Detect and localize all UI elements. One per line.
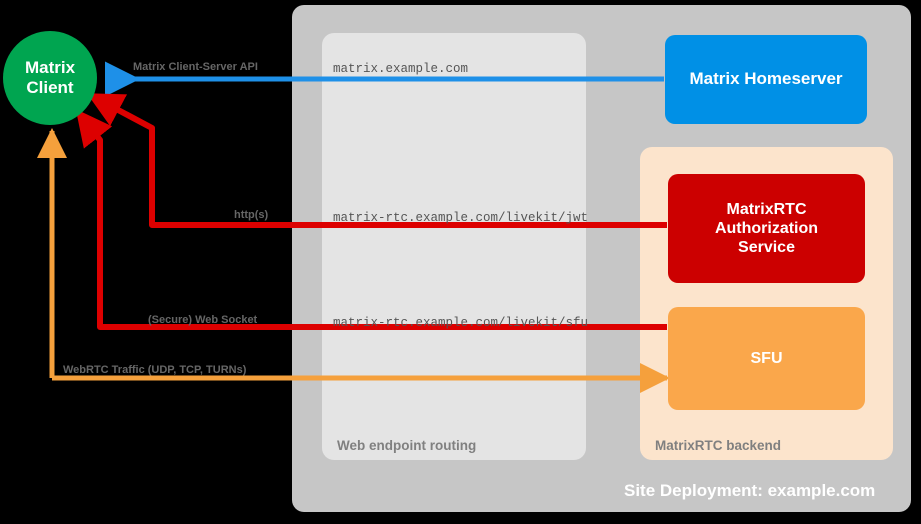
node-matrixrtc-authorization-service[interactable]: MatrixRTC Authorization Service	[668, 174, 865, 283]
node-auth-label-line1: MatrixRTC	[726, 200, 807, 218]
link-label-web-socket: (Secure) Web Socket	[148, 314, 258, 326]
link-label-client-server-api: Matrix Client-Server API	[133, 61, 258, 73]
node-matrix-homeserver[interactable]: Matrix Homeserver	[665, 35, 867, 124]
link-label-webrtc-traffic: WebRTC Traffic (UDP, TCP, TURNs)	[63, 364, 247, 376]
node-sfu-label: SFU	[750, 349, 783, 367]
node-matrix-client-label-line1: Matrix	[24, 57, 76, 77]
connector-livekit-jwt	[86, 92, 667, 228]
link-label-https: http(s)	[234, 209, 269, 221]
endpoint-matrix-example-com: matrix.example.com	[333, 62, 469, 76]
panel-caption-matrixrtc-backend: MatrixRTC backend	[655, 438, 782, 453]
node-matrix-client[interactable]: Matrix Client	[3, 31, 97, 125]
endpoint-livekit-sfu: matrix-rtc.example.com/livekit/sfu	[333, 316, 589, 330]
node-matrix-homeserver-label: Matrix Homeserver	[689, 69, 843, 89]
endpoint-livekit-jwt: matrix-rtc.example.com/livekit/jwt	[333, 211, 589, 225]
node-auth-label-line2: Authorization	[714, 219, 819, 237]
node-sfu[interactable]: SFU	[668, 307, 865, 410]
panel-caption-web-endpoint-routing: Web endpoint routing	[337, 438, 477, 453]
connector-livekit-sfu	[75, 109, 667, 330]
node-auth-label-line3: Service	[738, 239, 795, 257]
panel-caption-site-deployment: Site Deployment: example.com	[624, 481, 876, 500]
panel-web-endpoint-routing	[322, 33, 586, 460]
node-matrix-client-label-line2: Client	[26, 78, 74, 97]
